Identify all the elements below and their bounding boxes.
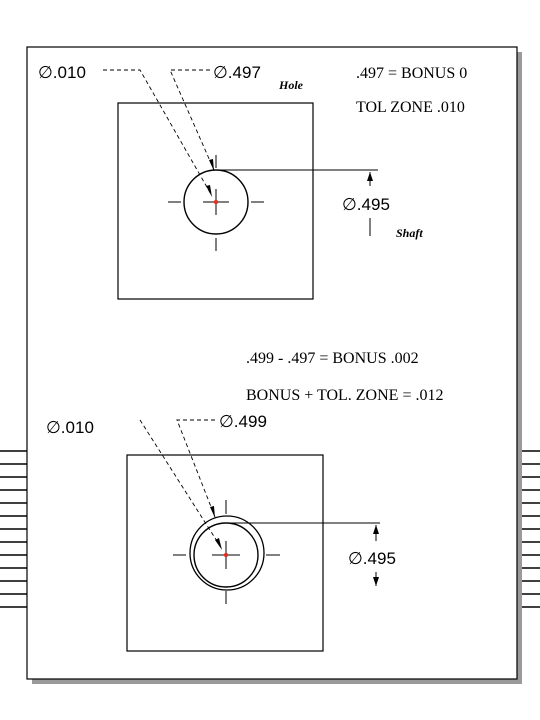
bottom-shaft-dim-arrow-top xyxy=(373,525,379,534)
bottom-leader-arrow-1 xyxy=(215,538,222,550)
top-hole-size-label: ∅.497 xyxy=(213,63,261,82)
top-example: ∅.010 ∅.497 Hole .497 = BONUS 0 TOL ZONE… xyxy=(38,63,467,300)
top-part-outline xyxy=(117,102,314,300)
bottom-example: .499 - .497 = BONUS .002 BONUS + TOL. ZO… xyxy=(46,350,443,652)
bottom-shaft-dim-arrow-bottom xyxy=(373,577,379,586)
bottom-part-outline xyxy=(126,454,324,652)
top-hole-circle xyxy=(183,169,249,235)
bottom-fcf-label: ∅.010 xyxy=(46,418,94,437)
top-fcf-label: ∅.010 xyxy=(38,63,86,82)
top-center-point xyxy=(213,199,219,205)
bottom-note-line2: BONUS + TOL. ZONE = .012 xyxy=(246,387,443,404)
bottom-center-point xyxy=(223,552,229,558)
bottom-hole-circle xyxy=(189,515,265,591)
bottom-shaft-circle xyxy=(193,522,259,588)
top-note-line1: .497 = BONUS 0 xyxy=(356,65,467,82)
bottom-note-line1: .499 - .497 = BONUS .002 xyxy=(246,350,419,367)
top-leader-arrow-1 xyxy=(206,185,212,197)
bottom-leader-arrow-2 xyxy=(210,506,215,518)
left-stripe-decoration xyxy=(0,450,30,608)
top-shaft-tag: Shaft xyxy=(396,226,423,240)
top-leader-arrow-2 xyxy=(209,159,214,171)
bottom-shaft-size-label: ∅.495 xyxy=(348,549,396,568)
bottom-leaders xyxy=(139,419,223,550)
top-note-line2: TOL ZONE .010 xyxy=(356,99,465,116)
top-shaft-size-label: ∅.495 xyxy=(342,195,390,214)
top-hole-tag: Hole xyxy=(278,78,304,92)
bottom-hole-size-label: ∅.499 xyxy=(219,412,267,431)
top-shaft-dim-arrow xyxy=(367,172,373,181)
top-leaders xyxy=(103,69,215,197)
drawing-sheet xyxy=(26,46,518,680)
